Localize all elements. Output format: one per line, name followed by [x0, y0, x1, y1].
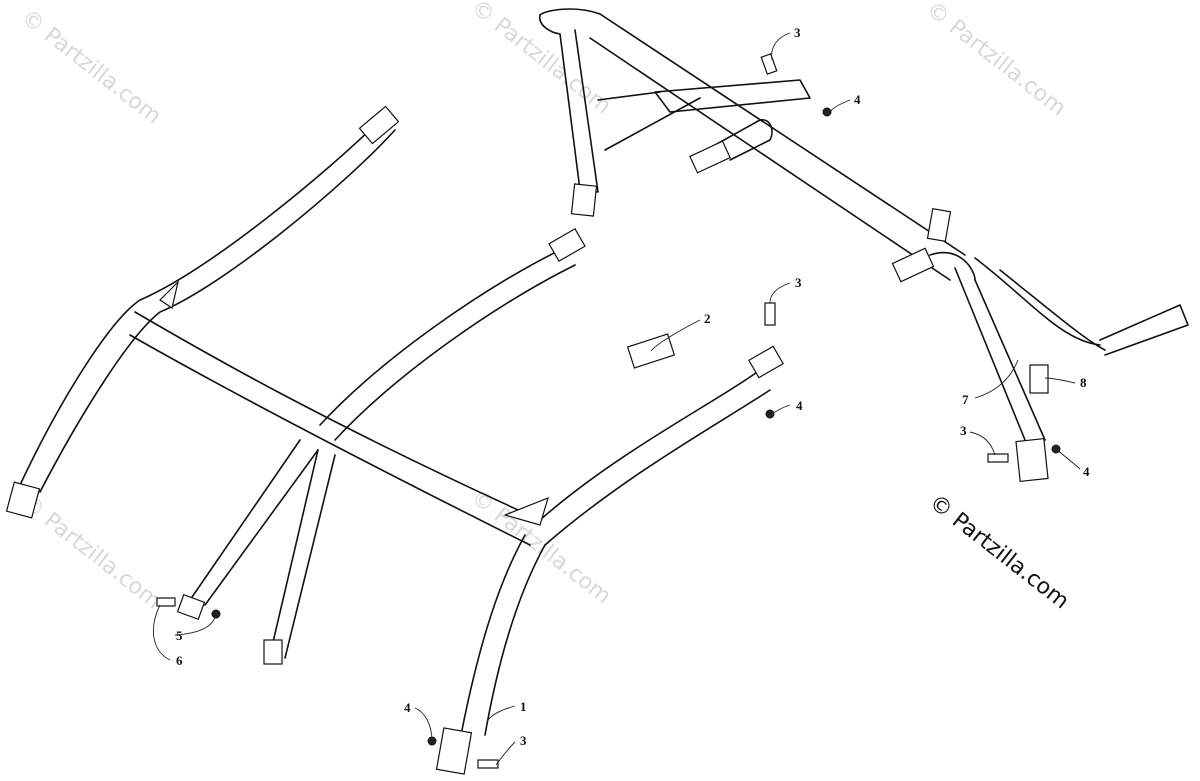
callouts: 1 2 3 3 3 3 4 4 4 4 5 6 7 8 — [176, 25, 1090, 748]
watermark-top-left: © Partzilla.com — [16, 5, 165, 129]
hardware — [156, 53, 1061, 769]
callout-7: 7 — [962, 392, 969, 407]
callout-5: 5 — [176, 628, 183, 643]
callout-3-bottom: 3 — [520, 733, 527, 748]
callout-1: 1 — [520, 699, 527, 714]
callout-4-right: 4 — [1083, 464, 1090, 479]
callout-8: 8 — [1080, 375, 1087, 390]
copyright-text: © Partzilla.com — [924, 490, 1073, 614]
callout-3-mid: 3 — [795, 275, 802, 290]
rear-roll-bar-assembly — [538, 8, 1189, 483]
callout-4-top: 4 — [854, 92, 861, 107]
callout-4-bottom: 4 — [404, 700, 411, 715]
callout-6: 6 — [176, 653, 183, 668]
callout-4-mid: 4 — [796, 398, 803, 413]
front-roll-cage-assembly — [5, 105, 784, 775]
watermark-top-center: © Partzilla.com — [466, 0, 615, 119]
callout-2: 2 — [704, 311, 711, 326]
callout-3-right: 3 — [960, 423, 967, 438]
watermark-bottom-left: © Partzilla.com — [16, 490, 165, 614]
watermark-top-right: © Partzilla.com — [921, 0, 1070, 121]
leader-lines — [153, 32, 1081, 766]
watermarks: © Partzilla.com © Partzilla.com © Partzi… — [16, 0, 1070, 614]
callout-3-top: 3 — [794, 25, 801, 40]
